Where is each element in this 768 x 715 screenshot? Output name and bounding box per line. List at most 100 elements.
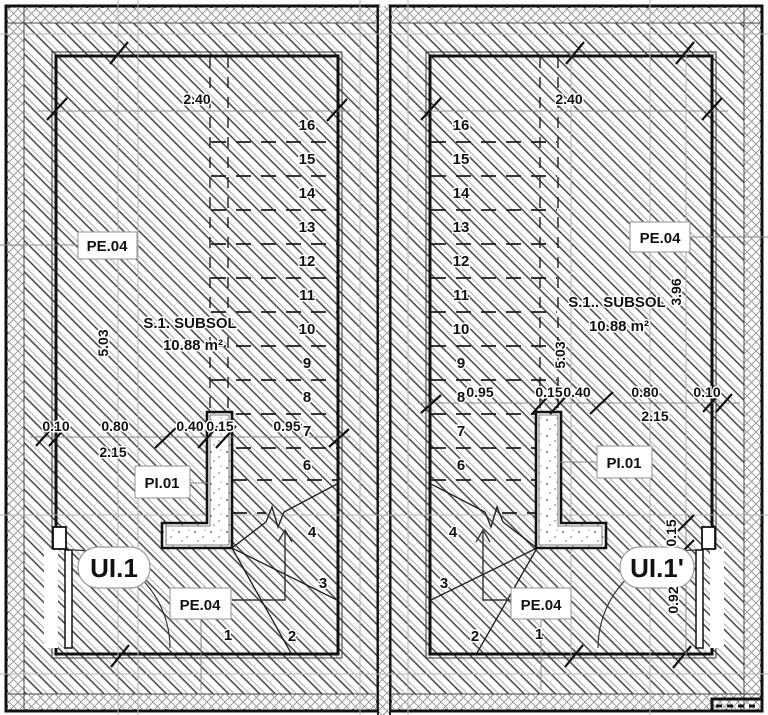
dim-label: 0.10 <box>693 384 720 400</box>
right-stair-numbers: 16 15 14 13 12 11 10 9 8 7 6 4 3 2 1 <box>438 116 544 647</box>
stair-number: 15 <box>299 151 316 168</box>
label-box-pe04b-left <box>169 587 232 620</box>
left-pillar <box>160 410 234 550</box>
left-door-opening <box>44 549 58 648</box>
left-wall-inner-line <box>51 51 343 659</box>
stair-number: 16 <box>453 117 470 134</box>
stair-number: 11 <box>299 287 315 304</box>
left-door-leaf <box>64 549 73 649</box>
party-wall-strip <box>377 6 391 715</box>
dim-label: 0.95 <box>466 384 493 400</box>
unit-badge-right <box>619 546 695 589</box>
unit-label: UI.1' <box>630 553 684 583</box>
left-insulation-top <box>8 8 376 23</box>
wall-type-label: PE.04 <box>180 597 222 614</box>
right-door-opening <box>710 549 724 648</box>
dim-label-vertical: 0.15 <box>663 519 679 546</box>
dim-label: 2.40 <box>183 91 210 107</box>
dim-label-vertical: 5.03 <box>95 329 111 356</box>
wall-type-label: PE.04 <box>87 238 129 255</box>
stair-number: 16 <box>299 117 316 134</box>
winder-number: 3 <box>319 575 327 592</box>
right-winder-lines <box>430 483 538 654</box>
room-area: 10.88 m² <box>163 337 223 354</box>
winder-number: 1 <box>535 626 543 643</box>
dimension-lines <box>30 41 740 669</box>
label-box-pe04-right <box>629 221 691 253</box>
labels: PE.04 PE.04 PI.01 PI.01 PE.04 PE.04 UI.1… <box>0 221 768 690</box>
room-labels: S.1. SUBSOL 10.88 m² S.1.. SUBSOL 10.88 … <box>142 293 667 356</box>
stair-number: 12 <box>453 253 470 270</box>
border-step-detail <box>710 697 762 711</box>
right-insulation-bottom <box>392 694 760 709</box>
wall-type-label: PE.04 <box>521 597 563 614</box>
dim-label: 0.95 <box>273 418 300 434</box>
stair-number: 7 <box>303 423 311 440</box>
label-box-pe04b-right <box>510 587 572 620</box>
stair-number: 12 <box>299 253 316 270</box>
stair-number: 6 <box>457 457 465 474</box>
stair-number: 11 <box>453 287 469 304</box>
winder-number: 1 <box>224 627 232 644</box>
winder-number: 2 <box>288 628 296 645</box>
winder-number: 3 <box>440 575 448 592</box>
right-door <box>597 526 724 649</box>
right-stair-treads <box>431 141 557 514</box>
dim-label-vertical: 0.92 <box>665 586 681 613</box>
dim-label: 2.15 <box>641 408 668 424</box>
pillar-type-label: PI.01 <box>144 475 179 492</box>
up-arrow <box>232 528 293 601</box>
dim-label-vertical: 3.96 <box>668 278 684 305</box>
stair-number: 8 <box>303 389 311 406</box>
left-insulation-bottom <box>8 694 376 709</box>
stair-number: 14 <box>453 185 470 202</box>
left-stair-treads <box>211 141 337 514</box>
right-insulation-right <box>744 8 760 709</box>
winder-number: 4 <box>449 524 458 541</box>
winder-number: 2 <box>471 628 479 645</box>
left-insulation-left <box>8 8 24 709</box>
left-door-jamb <box>52 526 67 550</box>
winder-number: 4 <box>308 524 317 541</box>
stair-number: 10 <box>299 321 316 338</box>
unit-label: UI.1 <box>90 553 138 583</box>
room-area: 10.88 m² <box>589 318 649 335</box>
dim-label: 0.10 <box>42 418 69 434</box>
right-stairs <box>430 57 724 654</box>
dim-label: 0.40 <box>176 418 203 434</box>
right-door-jamb <box>701 526 716 550</box>
wall-type-label: PE.04 <box>640 230 682 247</box>
left-stair-numbers: 16 15 14 13 12 11 10 9 8 7 6 4 3 2 1 <box>222 116 328 647</box>
stair-number: 7 <box>457 423 465 440</box>
stair-number: 13 <box>453 219 470 236</box>
room-name: S.1.. SUBSOL <box>568 294 666 311</box>
right-wall-hatch <box>390 6 762 711</box>
left-room <box>54 54 340 656</box>
right-pillar <box>534 410 608 550</box>
dimension-labels: 2.40 2.40 0.10 0.80 0.40 0.15 0.95 2.15 … <box>41 90 722 616</box>
section-break-zigzag <box>231 483 338 549</box>
dim-label: 2.40 <box>555 91 582 107</box>
label-box-pe04-left <box>77 231 138 260</box>
label-box-pi01-left <box>134 465 191 499</box>
section-break-zigzag <box>430 483 538 549</box>
pillar-type-label: PI.01 <box>606 455 641 472</box>
left-stairs <box>44 57 338 654</box>
stair-number: 15 <box>453 151 470 168</box>
label-box-pi01-right <box>596 445 653 479</box>
right-plan <box>388 4 764 713</box>
dim-label: 0.40 <box>563 384 590 400</box>
stair-number: 13 <box>299 219 316 236</box>
unit-badge-left <box>77 546 151 589</box>
dim-label: 0.80 <box>631 384 658 400</box>
stair-number: 6 <box>303 457 311 474</box>
right-door-leaf <box>695 549 704 649</box>
dim-label: 0.80 <box>101 418 128 434</box>
dim-label-vertical: 5.03 <box>552 341 568 368</box>
stair-number: 10 <box>453 321 470 338</box>
dim-label: 0.15 <box>535 384 562 400</box>
dim-label: 2.15 <box>99 444 126 460</box>
